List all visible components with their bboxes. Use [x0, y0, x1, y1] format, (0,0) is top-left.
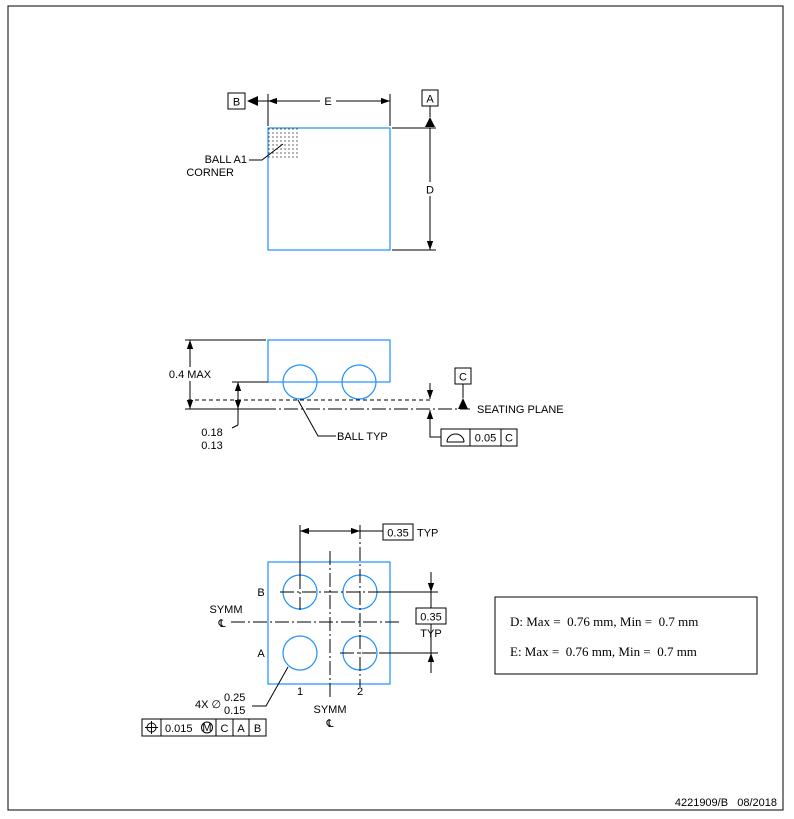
- ball-left: [282, 364, 318, 400]
- flatness-value: 0.05: [475, 433, 496, 445]
- diameter-prefix: 4X ∅: [195, 699, 221, 711]
- dim-pitch-y-value: 0.35: [420, 612, 441, 624]
- dim-ball-height-min: 0.13: [201, 440, 222, 452]
- seating-plane-label: SEATING PLANE: [477, 404, 564, 416]
- position-icon: [145, 721, 158, 734]
- dimension-table-d-row: D: Max = 0.76 mm, Min = 0.7 mm: [510, 614, 698, 629]
- ball-a1-corner-label: CORNER: [186, 167, 234, 179]
- row-label-a: A: [257, 648, 265, 660]
- dimension-table-e-row: E: Max = 0.76 mm, Min = 0.7 mm: [510, 644, 697, 659]
- dim-e-label: E: [324, 96, 331, 108]
- centerline-symbol-vertical: ℄: [325, 718, 333, 730]
- mmc-modifier-icon: M: [201, 721, 213, 734]
- package-top-outline: [267, 127, 391, 251]
- profile-surface-icon: [446, 433, 465, 443]
- datum-a-label: A: [426, 94, 434, 106]
- dim-max-height-label: 0.4 MAX: [169, 369, 212, 381]
- dim-ball-height-max: 0.18: [201, 427, 222, 439]
- position-tolerance-frame: 0.015 M C A B: [141, 718, 267, 737]
- position-datum-3: B: [254, 723, 261, 735]
- diameter-min: 0.15: [224, 705, 245, 717]
- flatness-control-frame: 0.05 C: [440, 428, 518, 447]
- ball-typ-label: BALL TYP: [337, 431, 388, 443]
- symm-label-horizontal: SYMM: [210, 604, 243, 616]
- ball-right: [341, 364, 377, 400]
- dim-pitch-x-value: 0.35: [387, 528, 408, 540]
- dimension-table: D: Max = 0.76 mm, Min = 0.7 mm E: Max = …: [494, 596, 758, 675]
- datum-c-triangle: [458, 398, 468, 409]
- package-bottom-outline: [267, 561, 391, 685]
- col-label-2: 2: [357, 686, 363, 698]
- dim-pitch-x-typ: TYP: [417, 528, 438, 540]
- position-datum-2: A: [237, 723, 245, 735]
- row-label-b: B: [257, 587, 264, 599]
- top-view: B E A D BALL A1 CORNER: [186, 89, 439, 251]
- symm-label-vertical: SYMM: [314, 704, 347, 716]
- svg-text:M: M: [202, 722, 211, 734]
- col-label-1: 1: [297, 686, 303, 698]
- centerline-symbol-horizontal: ℄: [217, 618, 225, 630]
- position-datum-1: C: [221, 723, 229, 735]
- ball-a1-corner-marker: [268, 128, 300, 158]
- bottom-view: 0.35 TYP 0.35 TYP B A 1 2 SYMM ℄ SYMM ℄ …: [141, 523, 447, 737]
- datum-b-triangle: [247, 96, 258, 106]
- datum-b-label: B: [233, 97, 240, 109]
- dim-pitch-y-typ: TYP: [420, 628, 441, 640]
- datum-a-triangle: [425, 117, 435, 127]
- ball-a1: [282, 635, 318, 671]
- document-id: 4221909/B 08/2018: [675, 797, 777, 809]
- dim-d-label: D: [426, 185, 434, 197]
- page-border: [7, 5, 784, 811]
- flatness-datum: C: [505, 433, 513, 445]
- position-value: 0.015: [165, 723, 193, 735]
- package-side-outline: [267, 339, 391, 383]
- datum-c-label: C: [459, 372, 467, 384]
- side-view: 0.4 MAX 0.18 0.13 BALL TYP C SEATING PLA…: [163, 339, 564, 452]
- ball-a1-label: BALL A1: [205, 154, 247, 166]
- diameter-max: 0.25: [224, 692, 245, 704]
